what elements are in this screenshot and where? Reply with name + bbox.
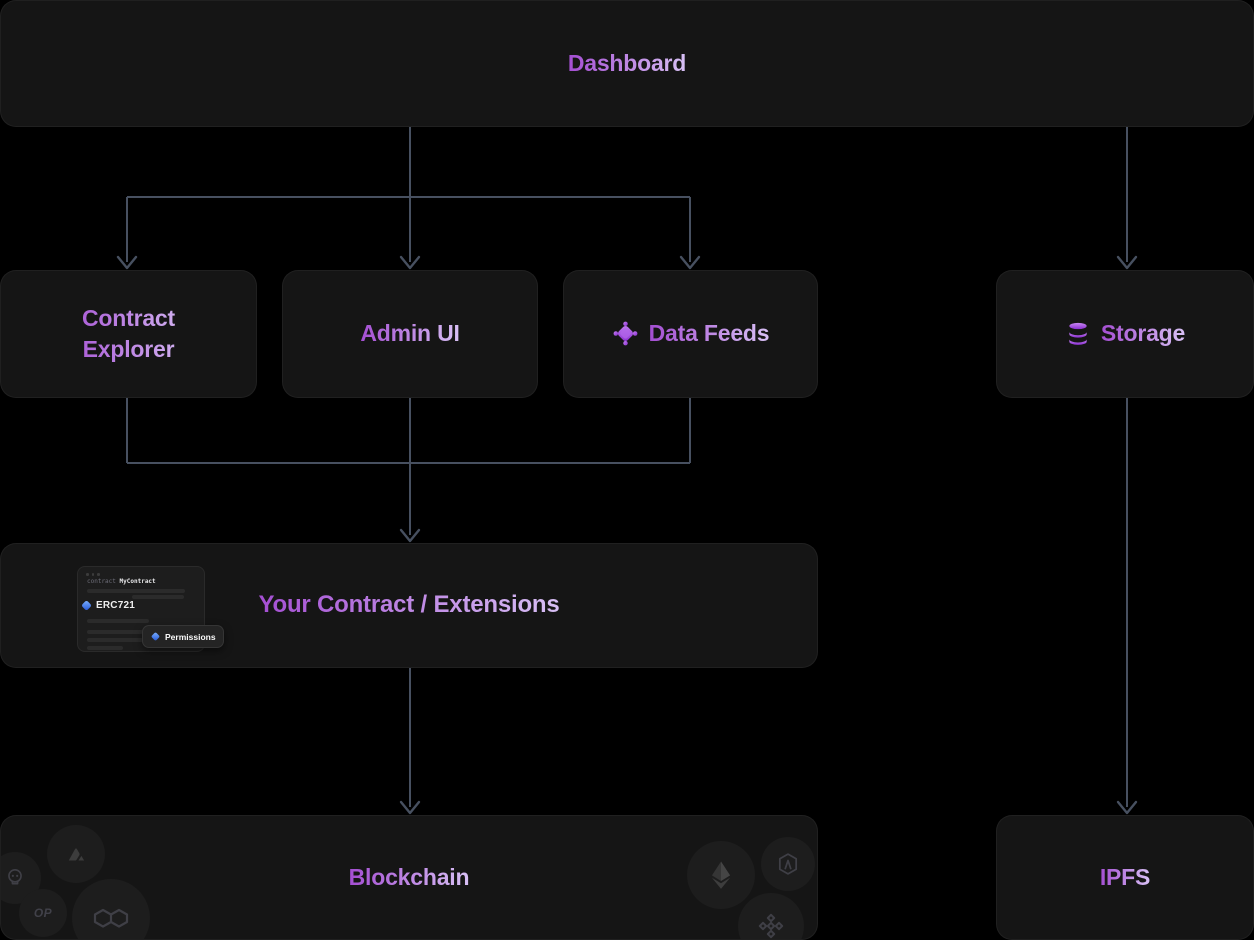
permissions-label: Permissions <box>165 631 216 642</box>
code-skeleton-line <box>87 638 143 642</box>
contract-explorer-label: Contract Explorer <box>56 303 201 365</box>
polygon-icon <box>72 879 150 939</box>
permissions-badge: Permissions <box>142 625 224 648</box>
data-feeds-node: Data Feeds <box>563 270 818 398</box>
arbitrum-icon <box>761 837 815 891</box>
database-icon <box>1065 321 1091 347</box>
optimism-icon: OP <box>19 889 67 937</box>
arrowheads <box>116 255 1138 815</box>
ipfs-label: IPFS <box>1100 862 1151 893</box>
blue-gem-icon <box>80 599 93 612</box>
code-skeleton-line <box>87 646 123 650</box>
gem-icon <box>612 320 639 347</box>
contract-code-card: contract MyContract ERC721 <box>77 566 224 652</box>
contract-explorer-node: Contract Explorer <box>0 270 257 398</box>
storage-label: Storage <box>1101 318 1185 349</box>
blue-gem-icon <box>150 631 161 642</box>
admin-ui-label: Admin UI <box>360 318 460 349</box>
code-line: contract MyContract <box>87 578 156 585</box>
code-skeleton-line <box>132 595 184 599</box>
code-keyword: contract <box>87 578 116 585</box>
blockchain-label: Blockchain <box>349 862 470 893</box>
code-contract-name: MyContract <box>119 578 156 585</box>
ipfs-node: IPFS <box>996 815 1254 940</box>
data-feeds-label: Data Feeds <box>649 318 770 349</box>
code-skeleton-line <box>87 619 149 623</box>
avalanche-icon <box>47 825 105 883</box>
dashboard-label: Dashboard <box>568 48 687 79</box>
blockchain-node: OP Blockchain <box>0 815 818 940</box>
ethereum-icon <box>687 841 755 909</box>
code-skeleton-line <box>87 630 143 634</box>
dashboard-node: Dashboard <box>0 0 1254 127</box>
connector-lines <box>126 127 1128 807</box>
code-skeleton-line <box>87 589 185 593</box>
your-contract-node: Your Contract / Extensions contract MyCo… <box>0 543 818 668</box>
erc721-label: ERC721 <box>96 600 135 611</box>
your-contract-label: Your Contract / Extensions <box>258 589 559 621</box>
window-dots-icon <box>86 573 100 576</box>
erc721-badge: ERC721 <box>80 599 135 612</box>
storage-node: Storage <box>996 270 1254 398</box>
admin-ui-node: Admin UI <box>282 270 538 398</box>
optimism-label: OP <box>33 906 53 920</box>
bnb-icon <box>738 893 804 939</box>
